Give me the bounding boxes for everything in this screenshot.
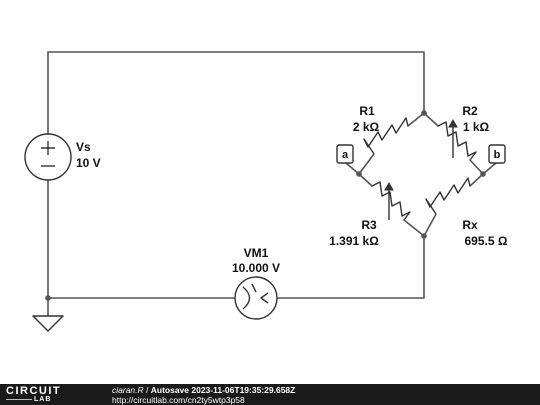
r1-name-label: R1 (359, 104, 375, 118)
r2-name-label: R2 (462, 104, 478, 118)
vs-value-label: 10 V (76, 156, 101, 170)
r2-value-label: 1 kΩ (463, 120, 490, 134)
voltmeter-vm1 (234, 276, 278, 320)
terminal-a-label: a (342, 149, 349, 161)
resistor-r2 (423, 112, 484, 175)
terminal-b: b (482, 144, 506, 175)
resistor-r1 (358, 112, 425, 175)
ground-icon (32, 315, 64, 332)
logo-lab-text: LAB (34, 396, 52, 403)
vs-name-label: Vs (76, 140, 91, 154)
wire-bottom-right (277, 235, 425, 299)
logo-divider (6, 399, 32, 400)
logo-circuit-text: CIRCUIT (6, 385, 62, 397)
r3-name-label: R3 (361, 218, 377, 232)
junction-dot (45, 295, 51, 301)
terminal-b-label: b (494, 149, 501, 161)
r3-value-label: 1.391 kΩ (329, 234, 379, 248)
vm1-name-label: VM1 (244, 246, 269, 260)
r1-value-label: 2 kΩ (353, 120, 380, 134)
voltage-source-vs (24, 133, 72, 181)
resistor-r3 (358, 173, 425, 237)
footer-bar: CIRCUIT LAB ciaran.R / Autosave 2023-11-… (0, 384, 540, 405)
rx-value-label: 695.5 Ω (465, 234, 508, 248)
wire-top (47, 51, 425, 114)
footer-title: Autosave 2023-11-06T19:35:29.658Z (150, 385, 296, 395)
footer-url-link[interactable]: http://circuitlab.com/cn2ty5wtp3p58 (112, 395, 245, 405)
terminal-a: a (336, 144, 360, 175)
footer-title-line: ciaran.R / Autosave 2023-11-06T19:35:29.… (112, 385, 295, 395)
vm1-value-label: 10.000 V (232, 261, 280, 275)
footer-user[interactable]: ciaran.R (112, 385, 144, 395)
circuit-schematic: Vs 10 V VM1 10.000 V R1 2 kΩ R2 1 kΩ R3 … (24, 51, 508, 332)
rx-name-label: Rx (462, 218, 478, 232)
resistor-rx (423, 173, 484, 237)
footer-separator: / (143, 385, 151, 395)
